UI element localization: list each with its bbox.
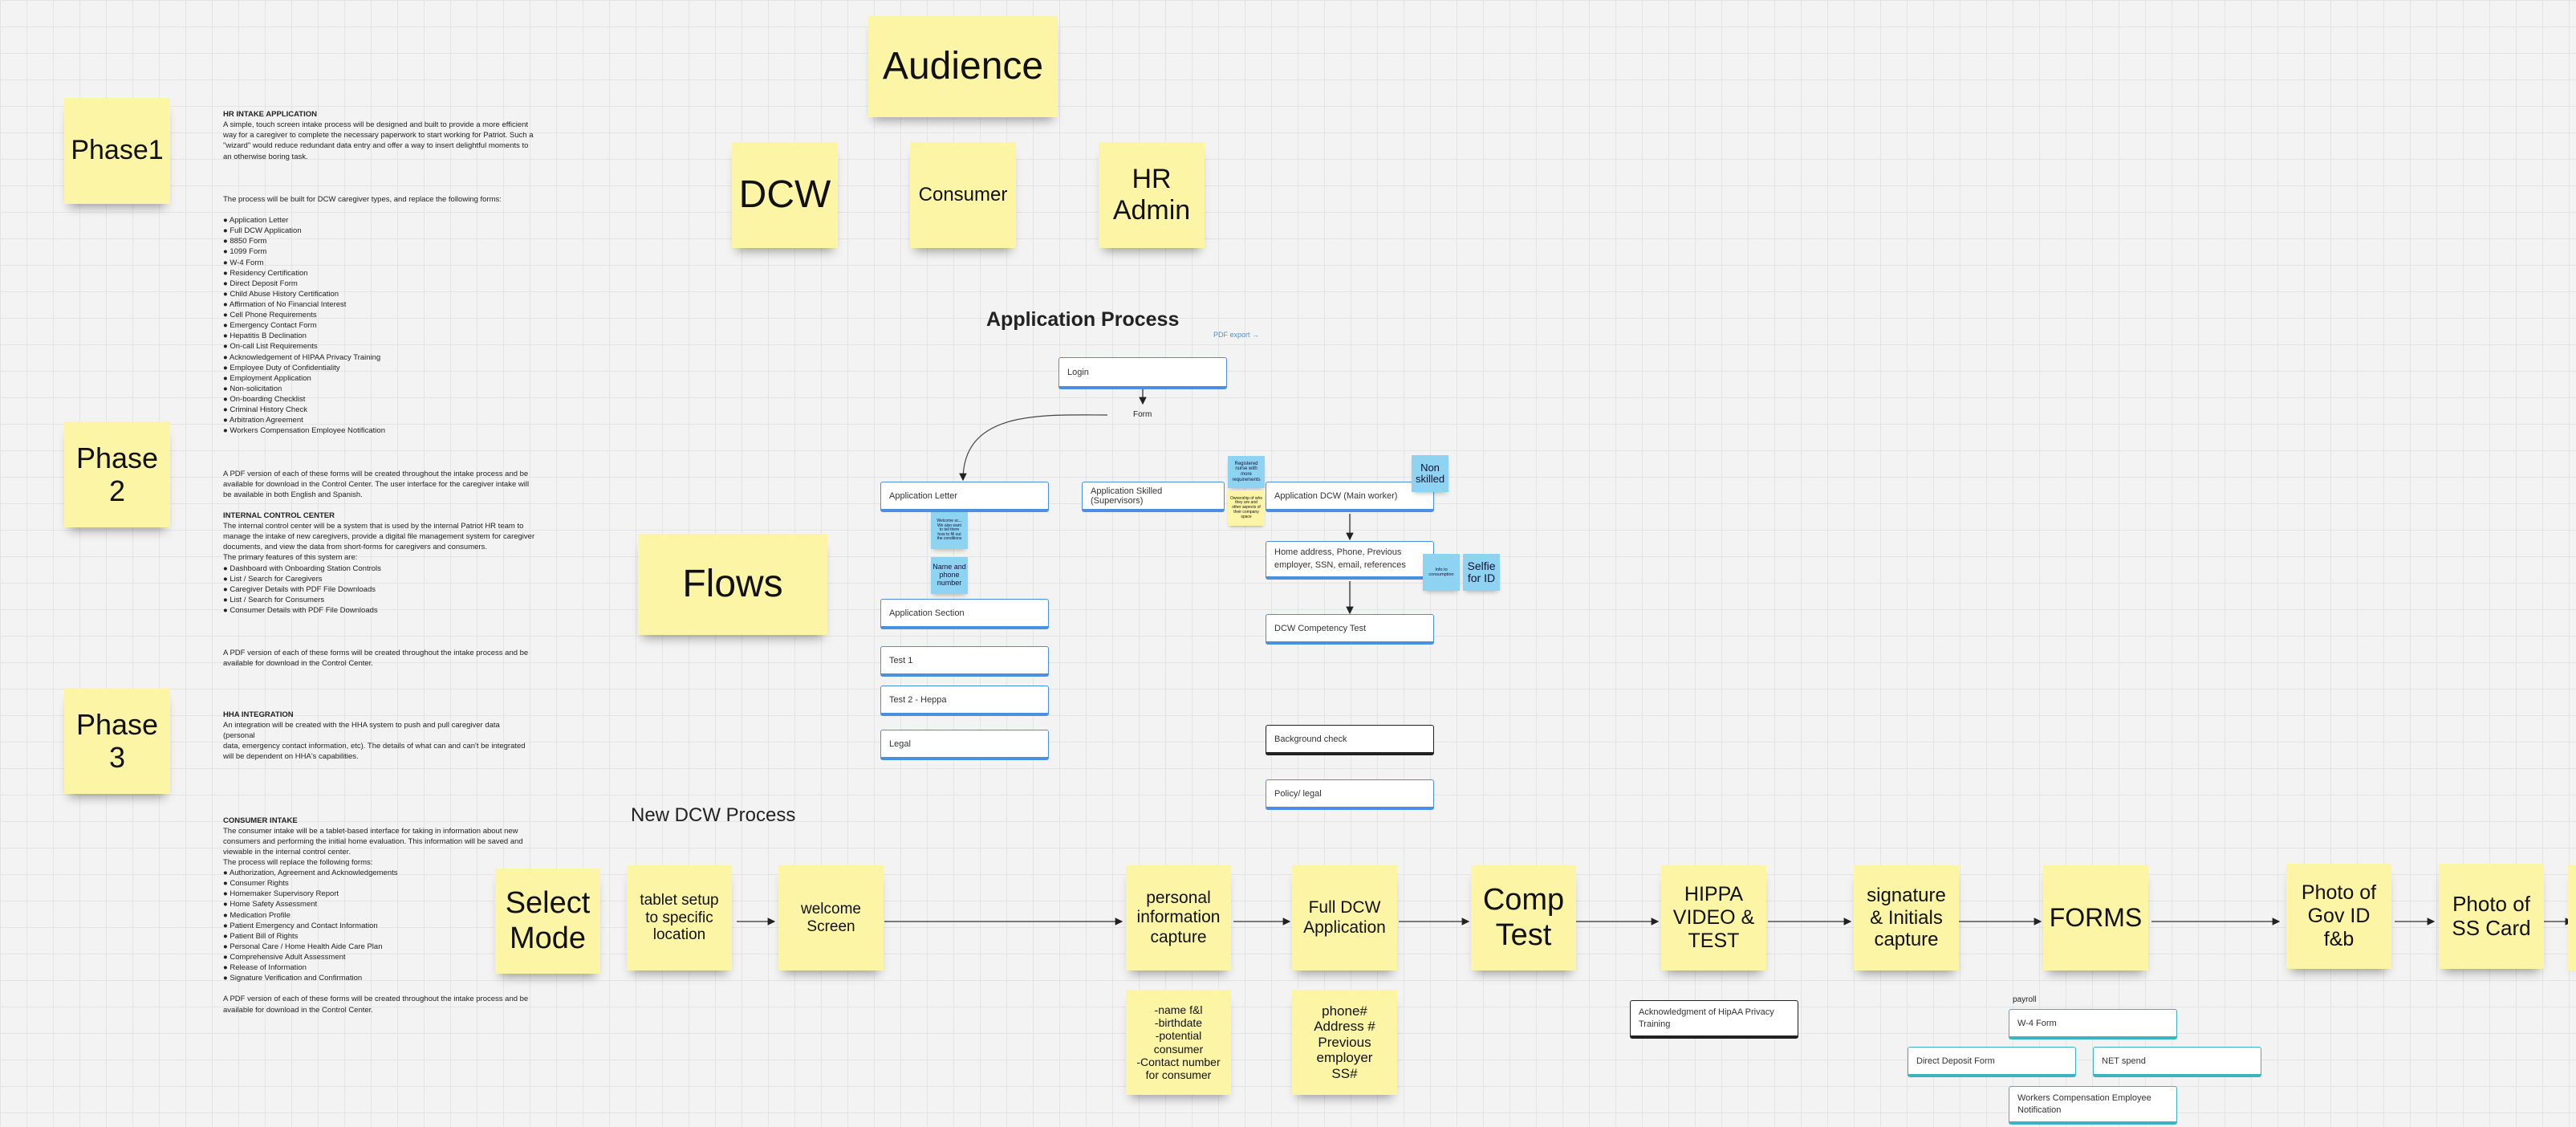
connector-form-app-letter — [959, 414, 1108, 482]
doc-pdf-note-1: A PDF version of each of these forms wil… — [223, 469, 530, 499]
doc-hha-title: HHA INTEGRATION — [223, 710, 294, 719]
card-application-letter[interactable]: Application Letter — [880, 482, 1049, 512]
card-policy-legal[interactable]: Policy/ legal — [1266, 779, 1434, 810]
card-w4-form[interactable]: W-4 Form — [2009, 1009, 2177, 1040]
sticky-consumer[interactable]: Consumer — [910, 142, 1016, 248]
sticky-photo-ss-card[interactable]: Photo of SS Card — [2439, 864, 2544, 969]
sticky-forms[interactable]: FORMS — [2043, 865, 2148, 970]
doc-forms-list: ● Application Letter ● Full DCW Applicat… — [223, 216, 385, 436]
card-test2-heppa[interactable]: Test 2 - Heppa — [880, 686, 1049, 716]
application-process-heading: Application Process — [986, 308, 1180, 331]
card-application-skilled[interactable]: Application Skilled (Supervisors) — [1082, 482, 1225, 512]
sticky-personal-info-detail[interactable]: -name f&l -birthdate -potential consumer… — [1126, 990, 1231, 1095]
doc-hr-body: A simple, touch screen intake process wi… — [223, 120, 534, 161]
doc-hha-body: An integration will be created with the … — [223, 720, 526, 762]
sticky-flows[interactable]: Flows — [638, 534, 827, 635]
card-net-spend[interactable]: NET spend — [2093, 1047, 2261, 1077]
card-legal[interactable]: Legal — [880, 730, 1049, 760]
note-ownership[interactable]: Ownership of who they are and other aspe… — [1228, 490, 1265, 526]
doc-ci-title: CONSUMER INTAKE — [223, 816, 298, 825]
payroll-label: payroll — [2013, 995, 2037, 1004]
card-background-check[interactable]: Background check — [1266, 725, 1434, 755]
sticky-comp-test[interactable]: Comp Test — [1471, 865, 1576, 970]
sticky-photo-gov-id[interactable]: Photo of Gov ID f&b — [2286, 864, 2391, 969]
sticky-full-dcw-detail[interactable]: phone# Address # Previous employer SS# — [1292, 990, 1397, 1095]
doc-icc-title: INTERNAL CONTROL CENTER — [223, 511, 335, 521]
doc-hr-title: HR INTAKE APPLICATION — [223, 110, 317, 120]
sticky-phase1[interactable]: Phase1 — [64, 98, 170, 204]
card-direct-deposit[interactable]: Direct Deposit Form — [1908, 1047, 2076, 1077]
note-name-phone[interactable]: Name and phone number — [931, 557, 968, 594]
note-welcome-small[interactable]: Welcome sc... We also want to tell them … — [931, 512, 968, 549]
new-dcw-process-heading: New DCW Process — [631, 804, 796, 826]
sticky-hr-admin[interactable]: HR Admin — [1099, 142, 1205, 248]
hr-intake-document: HR INTAKE APPLICATION A simple, touch sc… — [223, 99, 544, 1026]
form-label: Form — [1133, 410, 1152, 419]
sticky-hippa-video[interactable]: HIPPA VIDEO & TEST — [1661, 865, 1766, 970]
sticky-phase3[interactable]: Phase 3 — [64, 688, 170, 794]
card-application-dcw[interactable]: Application DCW (Main worker) — [1266, 482, 1434, 512]
card-login[interactable]: Login — [1058, 357, 1227, 389]
sticky-signature[interactable]: signature & Initials capture — [1854, 865, 1959, 970]
sticky-phase2[interactable]: Phase 2 — [64, 421, 170, 527]
sticky-offscreen-edge[interactable] — [2568, 865, 2576, 970]
pdf-export-link[interactable]: PDF export → — [1213, 331, 1260, 339]
sticky-full-dcw[interactable]: Full DCW Application — [1292, 865, 1397, 970]
doc-pdf-note-2: A PDF version of each of these forms wil… — [223, 649, 529, 669]
card-home-address[interactable]: Home address, Phone, Previous employer, … — [1266, 541, 1434, 580]
sticky-welcome-screen[interactable]: welcome Screen — [778, 865, 884, 970]
doc-icc-body: The internal control center will be a sy… — [223, 522, 535, 616]
card-test1[interactable]: Test 1 — [880, 646, 1049, 677]
sticky-select-mode[interactable]: Select Mode — [495, 869, 600, 974]
note-non-skilled[interactable]: Non skilled — [1412, 455, 1448, 492]
card-ack-hipaa[interactable]: Acknowledgment of HipAA Privacy Training — [1630, 1000, 1798, 1039]
note-selfie-id[interactable]: Selfie for ID — [1463, 554, 1500, 591]
doc-pdf-note-3: A PDF version of each of these forms wil… — [223, 995, 529, 1015]
doc-forms-intro: The process will be built for DCW caregi… — [223, 194, 502, 204]
sticky-dcw[interactable]: DCW — [732, 142, 838, 248]
card-workers-comp[interactable]: Workers Compensation Employee Notificati… — [2009, 1086, 2177, 1125]
doc-ci-body: The consumer intake will be a tablet-bas… — [223, 826, 523, 983]
card-dcw-competency[interactable]: DCW Competency Test — [1266, 614, 1434, 645]
note-registered-nurse[interactable]: Registered nurse with more requirements — [1228, 456, 1265, 488]
sticky-tablet-setup[interactable]: tablet setup to specific location — [627, 865, 732, 970]
note-info-small[interactable]: Info to consumption — [1423, 554, 1460, 591]
sticky-personal-info[interactable]: personal information capture — [1126, 865, 1231, 970]
card-application-section[interactable]: Application Section — [880, 599, 1049, 629]
sticky-audience[interactable]: Audience — [868, 16, 1058, 117]
